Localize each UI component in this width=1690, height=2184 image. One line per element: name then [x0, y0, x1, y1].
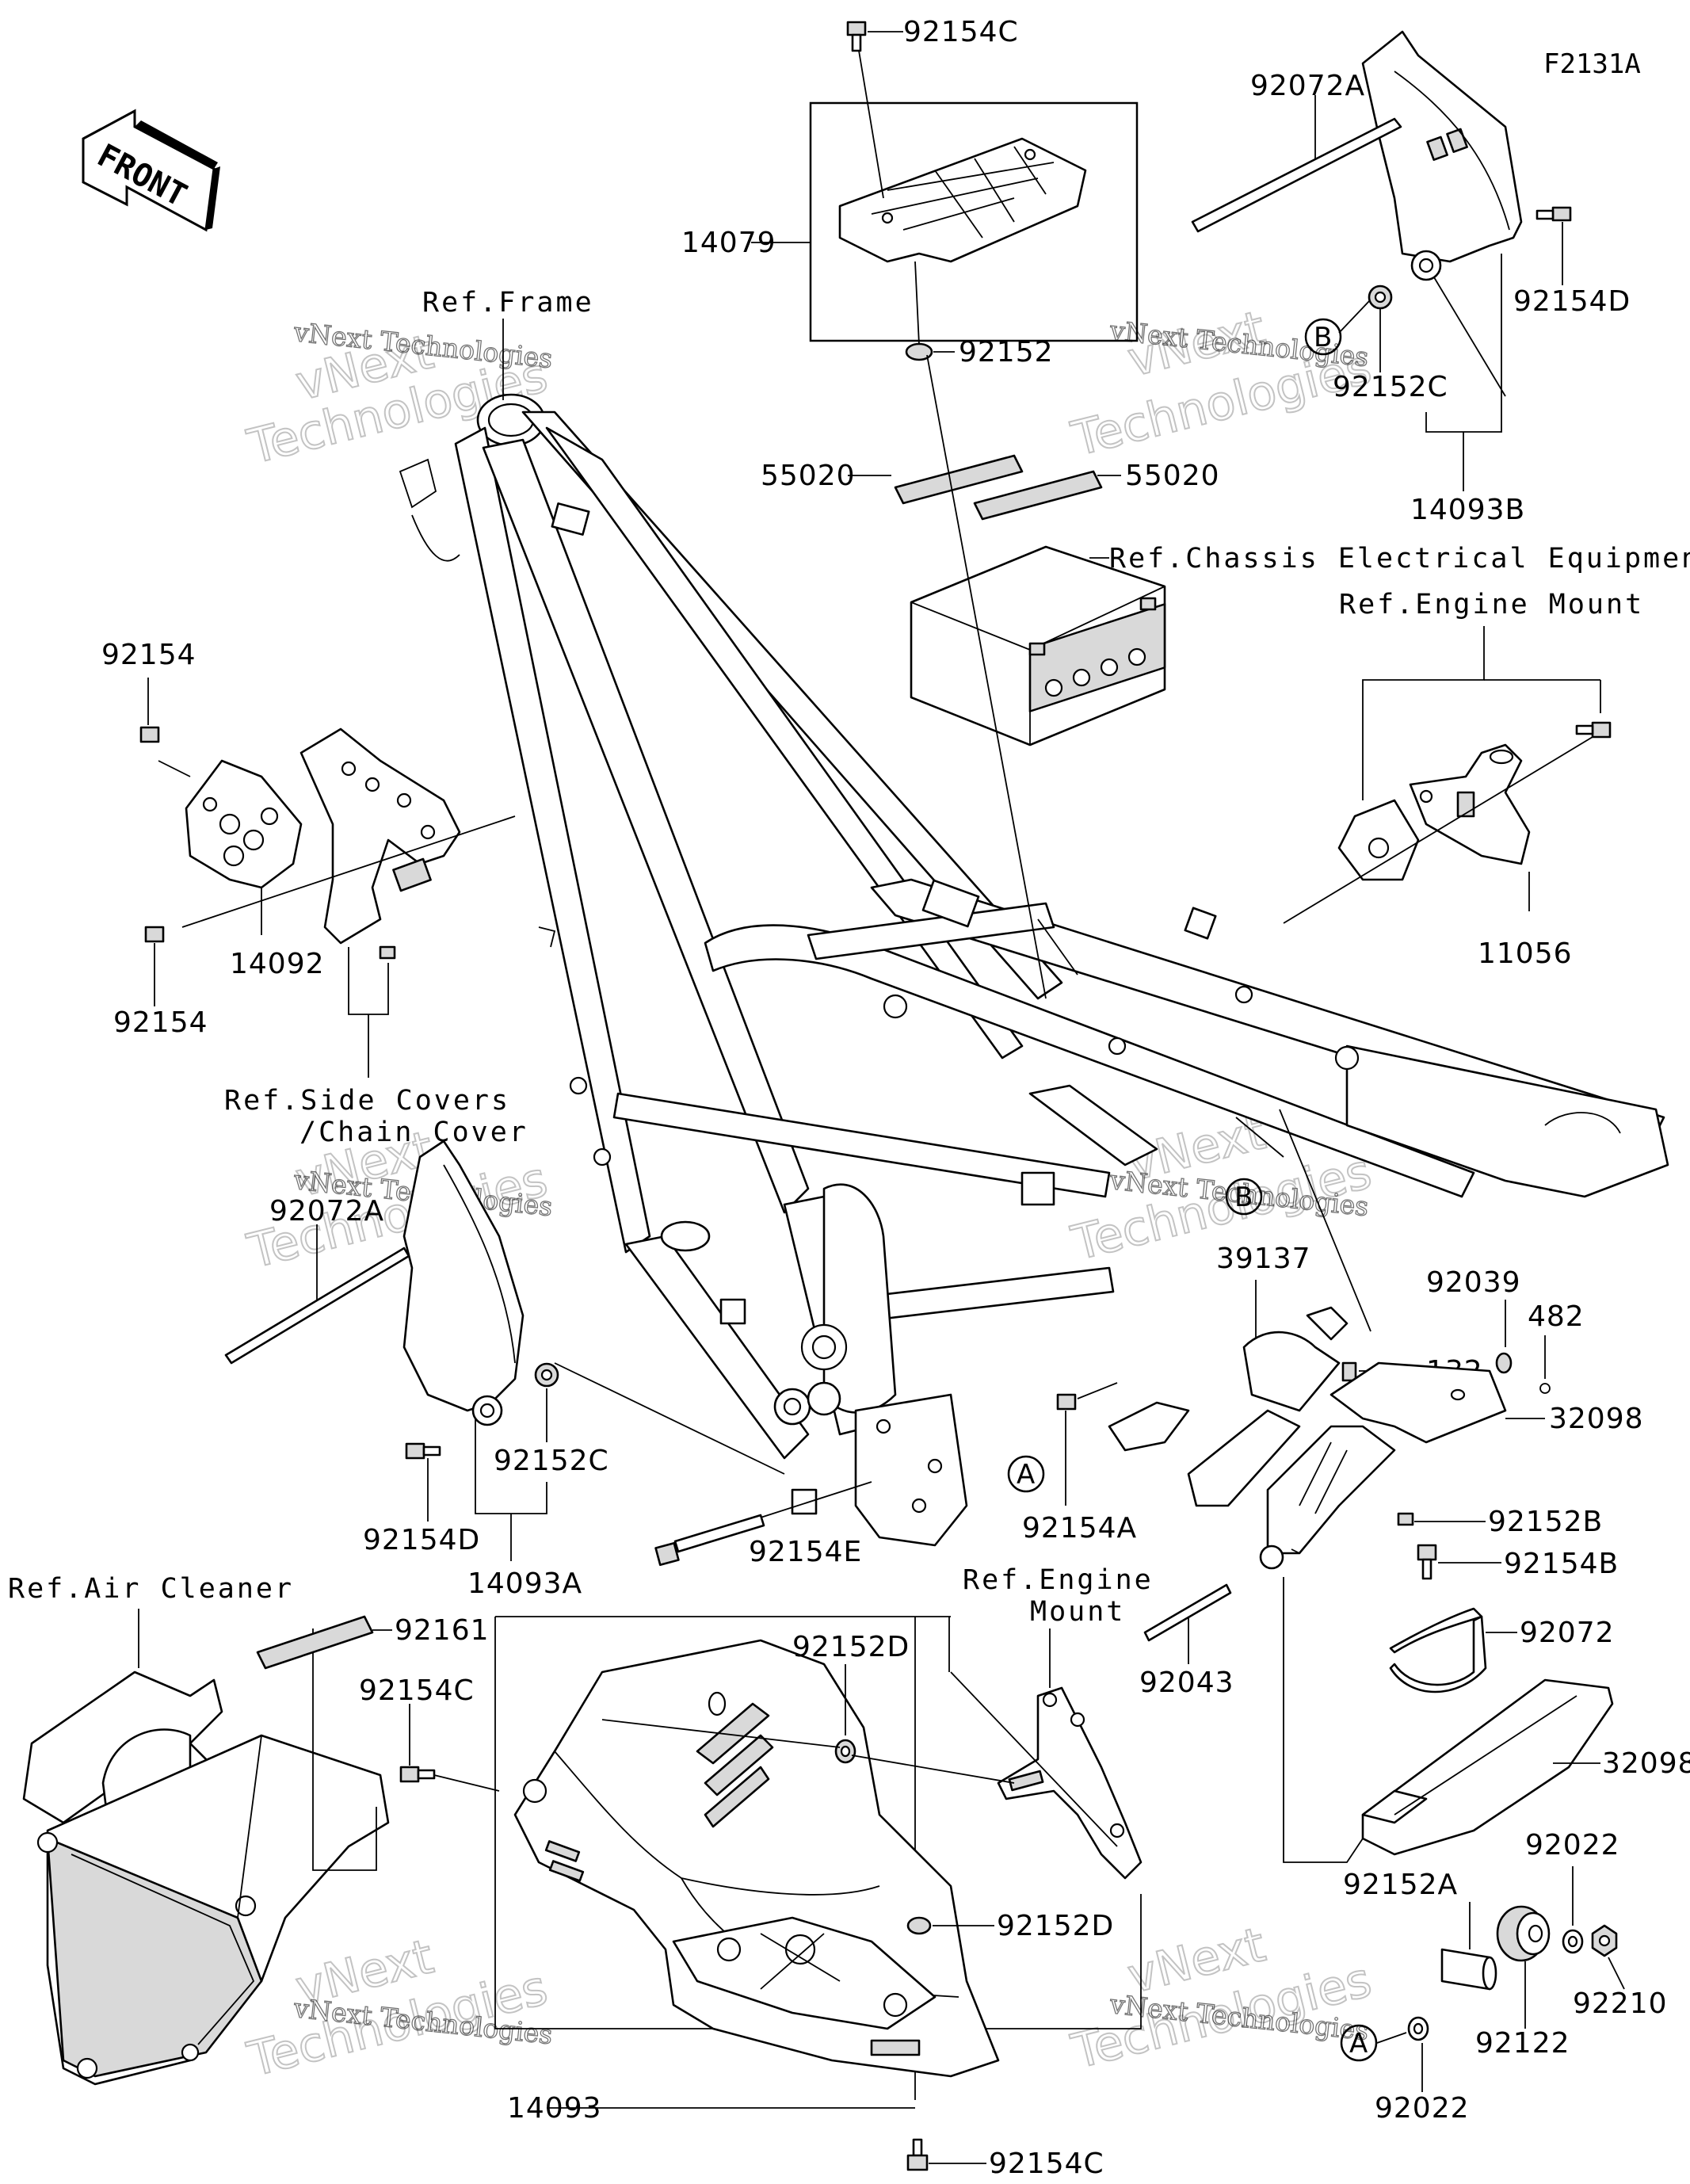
- bolt-92154D-top: [1535, 206, 1572, 222]
- label-92154A: 92154A: [1022, 1512, 1137, 1544]
- label-92154E: 92154E: [749, 1536, 862, 1568]
- ref-frame: Ref.Frame: [422, 287, 594, 319]
- label-92122: 92122: [1475, 2027, 1570, 2060]
- callout-A-mid: [1007, 1455, 1045, 1493]
- pad-55020-right: [973, 470, 1103, 521]
- label-92039: 92039: [1426, 1266, 1521, 1299]
- ref-engine-mount-top: Ref.Engine Mount: [1339, 589, 1644, 620]
- clip-482: [1539, 1383, 1551, 1394]
- label-55020-right: 55020: [1125, 460, 1220, 492]
- chain-guard-32098: [1259, 1361, 1507, 1570]
- label-92154B: 92154B: [1504, 1548, 1619, 1580]
- bolt-92154-top: [139, 726, 160, 743]
- side-cover-14093A: [402, 1140, 525, 1426]
- bracket-39137: [1108, 1306, 1349, 1507]
- side-cover-14093B: [1361, 30, 1523, 281]
- pin-92043: [1143, 1583, 1232, 1642]
- callout-B-mid-letter: B: [1234, 1182, 1253, 1213]
- callout-A-bottom: [1340, 2024, 1378, 2062]
- ref-side-covers-2: /Chain Cover: [299, 1117, 528, 1148]
- pad-92161: [256, 1615, 374, 1670]
- label-92154D-top: 92154D: [1513, 285, 1631, 318]
- engine-mount-bracket-11056: [1337, 721, 1612, 881]
- label-14093: 14093: [507, 2092, 602, 2125]
- label-92022-top: 92022: [1525, 1829, 1620, 1861]
- label-55020-left: 55020: [761, 460, 856, 492]
- grommet-92122: [1496, 1905, 1551, 1962]
- bolt-132: [1341, 1361, 1357, 1382]
- battery: [910, 545, 1166, 746]
- washer-92152: [905, 342, 933, 361]
- label-92154C-top: 92154C: [903, 16, 1019, 48]
- label-92154C-bottom: 92154C: [989, 2148, 1104, 2180]
- group-14079: [809, 31, 1139, 346]
- callout-B-top-letter: B: [1314, 322, 1332, 353]
- label-92022-bottom: 92022: [1375, 2092, 1470, 2125]
- bolt-92154B: [1417, 1544, 1437, 1580]
- pad-55020-left: [894, 454, 1024, 505]
- label-14093A: 14093A: [467, 1567, 582, 1600]
- nut-92210: [1591, 1924, 1618, 1957]
- front-arrow-icon: FRONT: [82, 109, 220, 232]
- bolt-92154-bottom: [144, 926, 165, 943]
- callout-A-bottom-letter: A: [1349, 2028, 1368, 2060]
- bracket-14092: [185, 727, 461, 945]
- ref-air-cleaner: Ref.Air Cleaner: [8, 1573, 294, 1605]
- label-11056: 11056: [1478, 937, 1573, 970]
- label-92154C-mid: 92154C: [359, 1674, 475, 1707]
- label-92152C-left: 92152C: [494, 1445, 609, 1477]
- label-92152D-top: 92152D: [792, 1631, 910, 1663]
- label-92152B: 92152B: [1488, 1506, 1603, 1538]
- bolt-92154D-left: [405, 1442, 425, 1460]
- engine-mount-bracket-bottom: [997, 1686, 1143, 1880]
- label-92154D-left: 92154D: [363, 1524, 480, 1556]
- motorcycle-frame: [399, 393, 1669, 1547]
- label-92043: 92043: [1139, 1667, 1234, 1699]
- label-92210: 92210: [1573, 1987, 1668, 2020]
- label-92152A: 92152A: [1343, 1869, 1458, 1901]
- label-32098: 32098: [1549, 1403, 1644, 1435]
- label-92154-bottom: 92154: [113, 1006, 208, 1039]
- washer-92152B: [1397, 1512, 1414, 1526]
- bolt-92154C-top: [846, 21, 867, 52]
- label-92154-top: 92154: [101, 639, 196, 671]
- washer-92039: [1495, 1352, 1513, 1374]
- callout-A-mid-letter: A: [1017, 1459, 1035, 1491]
- bolt-92154C-bottom: [906, 2138, 929, 2171]
- label-92072A-left: 92072A: [269, 1195, 384, 1228]
- label-92072: 92072: [1520, 1617, 1615, 1649]
- label-32098A: 32098A: [1602, 1747, 1690, 1780]
- label-14093B: 14093B: [1410, 494, 1525, 526]
- washer-92152D-bottom: [906, 1916, 932, 1935]
- skid-plate-14093: [513, 1639, 1000, 2078]
- ref-chassis-electrical: Ref.Chassis Electrical Equipment: [1109, 543, 1690, 575]
- strap-92072A-top: [1191, 117, 1402, 233]
- figure-code: F2131A: [1543, 48, 1641, 80]
- bolt-92154E: [654, 1514, 765, 1567]
- guard-cover-32098A: [1361, 1678, 1614, 1856]
- label-39137: 39137: [1216, 1243, 1311, 1275]
- label-92152C-top: 92152C: [1333, 371, 1448, 403]
- callout-B-mid: [1225, 1178, 1263, 1216]
- label-92072A-top: 92072A: [1250, 70, 1365, 102]
- label-92152: 92152: [959, 336, 1054, 368]
- label-482: 482: [1528, 1300, 1585, 1333]
- air-cleaner-box: [22, 1670, 390, 2086]
- bolt-92154A: [1056, 1393, 1077, 1411]
- strap-92072A-left: [224, 1247, 410, 1365]
- callout-B-top: [1304, 318, 1342, 356]
- ref-side-covers-1: Ref.Side Covers: [224, 1085, 510, 1117]
- clamp-92072: [1389, 1607, 1483, 1654]
- label-14092: 14092: [230, 948, 325, 980]
- ref-engine-mount-bottom-2: Mount: [1030, 1596, 1125, 1628]
- bolt-small: [379, 945, 396, 960]
- ref-engine-mount-bottom-1: Ref.Engine: [963, 1564, 1154, 1596]
- sleeve-92152A: [1440, 1948, 1497, 1991]
- bolt-92154C-mid: [399, 1766, 436, 1783]
- label-92152D-bottom: 92152D: [997, 1910, 1114, 1942]
- label-92161: 92161: [395, 1614, 490, 1647]
